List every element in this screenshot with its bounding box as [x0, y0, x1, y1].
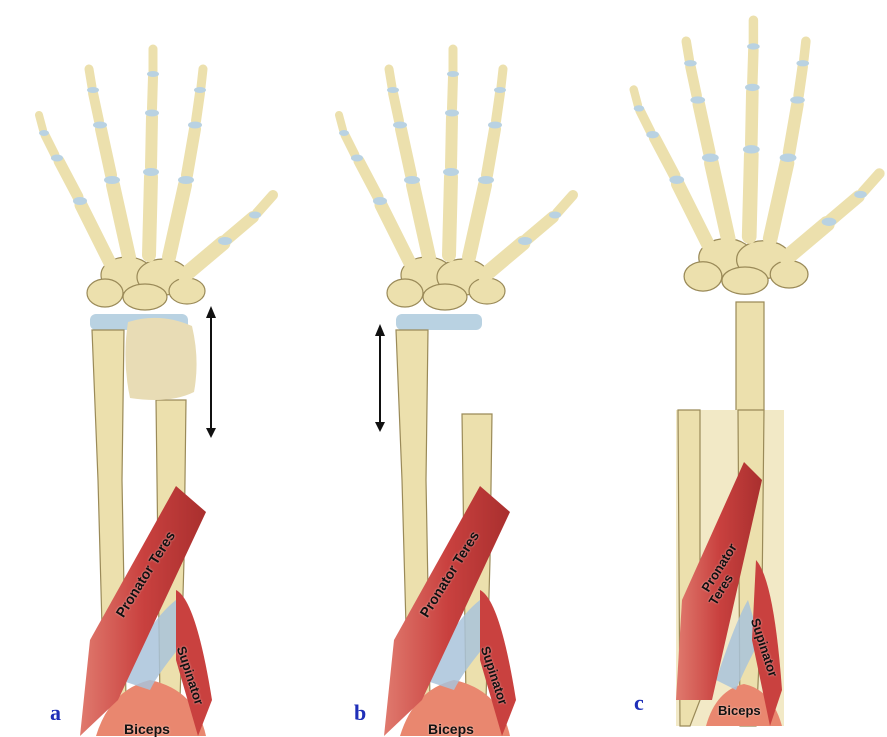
- panel-label-a: a: [50, 700, 61, 726]
- panel-label-b: b: [354, 700, 366, 726]
- wrist-cartilage-b: [396, 314, 482, 330]
- biceps-label-b: Biceps: [428, 721, 474, 737]
- length-arrow-b: [375, 324, 385, 432]
- bone-defect-a: [125, 318, 196, 400]
- hand-bones-b: [339, 49, 573, 310]
- length-arrow-a: [206, 306, 216, 438]
- hand-bones-c: [634, 20, 880, 294]
- biceps-label-c: Biceps: [718, 703, 761, 718]
- biceps-label-a: Biceps: [124, 721, 170, 737]
- panel-a: [39, 49, 273, 736]
- panel-label-c: c: [634, 690, 644, 716]
- panel-b: [339, 49, 573, 736]
- hand-bones-a: [39, 49, 273, 310]
- single-bone-c: [736, 302, 764, 412]
